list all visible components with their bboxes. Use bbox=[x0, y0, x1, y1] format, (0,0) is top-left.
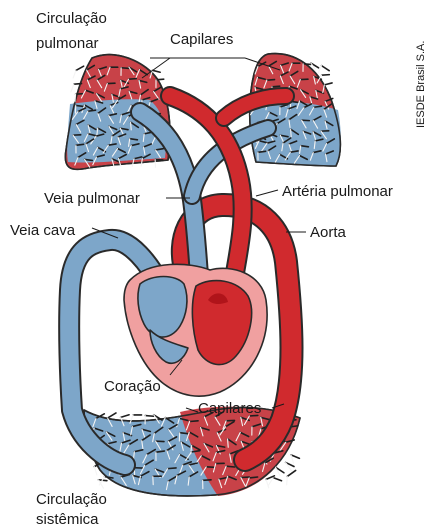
capillary-segment bbox=[249, 477, 257, 478]
label-capilares-bottom: Capilares bbox=[198, 400, 261, 417]
capillary-segment bbox=[322, 75, 330, 76]
capillary-segment bbox=[74, 84, 82, 85]
capillary-segment bbox=[76, 94, 84, 95]
capillary-segment bbox=[273, 478, 281, 481]
label-circulacao-sistemica-line2: sistêmica bbox=[36, 511, 99, 528]
capillary-segment bbox=[301, 146, 309, 147]
capillary-segment bbox=[180, 433, 188, 434]
capillary-segment bbox=[287, 476, 288, 484]
capillary-segment bbox=[75, 94, 76, 102]
capillary-segment bbox=[76, 105, 84, 106]
capillary-segment bbox=[266, 479, 269, 487]
credit-text: IESDE Brasil S.A. bbox=[415, 41, 427, 128]
label-aorta: Aorta bbox=[310, 224, 347, 241]
heart bbox=[124, 264, 267, 396]
capillary-segment bbox=[156, 79, 164, 80]
label-veia-cava: Veia cava bbox=[10, 222, 76, 239]
capillary-segment bbox=[168, 468, 176, 469]
capillary-segment bbox=[258, 151, 266, 152]
label-coracao: Coração bbox=[104, 378, 161, 395]
label-arteria-pulmonar: Artéria pulmonar bbox=[282, 183, 393, 200]
capillary-segment bbox=[121, 415, 129, 418]
capillary-segment bbox=[267, 80, 275, 81]
right-lung bbox=[250, 54, 341, 166]
capillary-segment bbox=[152, 70, 160, 72]
capillary-segment bbox=[88, 110, 96, 111]
capillary-segment bbox=[272, 86, 280, 87]
capillary-segment bbox=[108, 413, 116, 418]
label-circulacao-sistemica-line1: Circulação bbox=[36, 491, 107, 508]
capillary-segment bbox=[190, 421, 198, 422]
capillary-segment bbox=[130, 139, 138, 140]
capillary-segment bbox=[129, 79, 137, 80]
capillary-segment bbox=[226, 466, 234, 467]
capillary-segment bbox=[321, 66, 329, 71]
capillary-segment bbox=[303, 64, 311, 65]
capillary-segment bbox=[314, 106, 322, 107]
capillary-segment bbox=[324, 83, 332, 85]
capillary-segment bbox=[76, 144, 84, 145]
label-circulacao-pulmonar-line2: pulmonar bbox=[36, 35, 99, 52]
label-capilares-top: Capilares bbox=[170, 31, 233, 48]
capillary-segment bbox=[121, 68, 129, 69]
capillary-segment bbox=[94, 467, 97, 475]
capillary-segment bbox=[228, 439, 229, 447]
capillary-segment bbox=[318, 66, 321, 74]
capillary-segment bbox=[71, 84, 74, 92]
label-circulacao-pulmonar-line1: Circulação bbox=[36, 10, 107, 27]
capillary-segment bbox=[145, 416, 153, 417]
label-veia-pulmonar: Veia pulmonar bbox=[44, 190, 140, 207]
capillary-segment bbox=[76, 66, 84, 70]
capillary-segment bbox=[291, 129, 292, 137]
capillary-segment bbox=[131, 122, 132, 130]
capillary-segment bbox=[73, 70, 76, 78]
capillary-segment bbox=[99, 480, 104, 488]
